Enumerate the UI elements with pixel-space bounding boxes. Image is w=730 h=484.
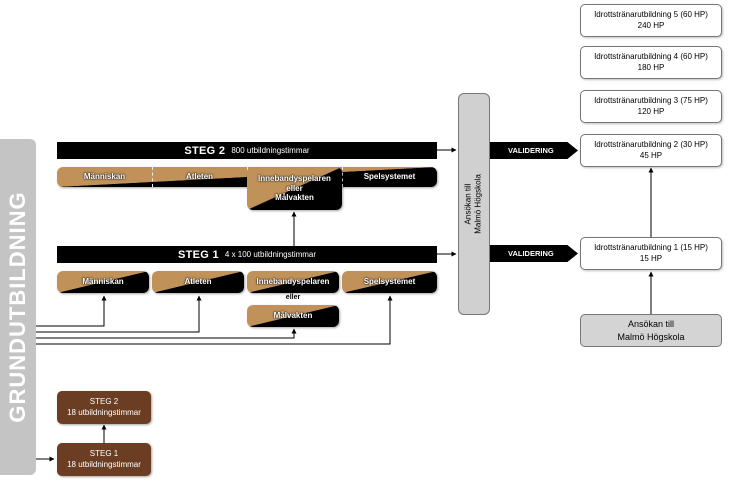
- ansokan-box-line1: Ansökan till: [627, 319, 675, 330]
- itu-5-box: Idrottstränarutbildning 5 (60 HP) 240 HP: [580, 4, 722, 37]
- steg2-module-manniskan: Människan: [83, 172, 126, 182]
- grundutbildning-sidebar: GRUNDUTBILDNING: [0, 139, 36, 475]
- itu-1-box: Idrottstränarutbildning 1 (15 HP) 15 HP: [580, 237, 722, 270]
- itu-4-box: Idrottstränarutbildning 4 (60 HP) 180 HP: [580, 46, 722, 79]
- steg1-subtitle: 4 x 100 utbildningstimmar: [224, 250, 317, 259]
- steg2-module-innebandy: Innebandyspelaren eller Målvakten: [247, 167, 342, 210]
- arrow-to-malvakten: [36, 328, 297, 339]
- steg1-module-spelsystemet: Spelsystemet: [342, 271, 437, 293]
- itu-3-hp: 120 HP: [637, 106, 665, 116]
- itu-5-title: Idrottstränarutbildning 5 (60 HP): [594, 10, 708, 20]
- steg2-module-spelsystemet: Spelsystemet: [363, 172, 416, 182]
- steg2-subtitle: 800 utbildningstimmar: [231, 146, 310, 155]
- grund-steg1-hours: 18 utbildningstimmar: [67, 459, 141, 469]
- grund-steg1-title: STEG 1: [89, 449, 119, 459]
- itu-1-hp: 15 HP: [639, 253, 663, 263]
- itu-2-title: Idrottstränarutbildning 2 (30 HP): [594, 140, 708, 150]
- grund-steg2-hours: 18 utbildningstimmar: [67, 407, 141, 417]
- steg2-innebandy-line1: Innebandyspelaren: [258, 174, 331, 184]
- grund-steg2-box: STEG 2 18 utbildningstimmar: [57, 391, 151, 424]
- itu-2-box: Idrottstränarutbildning 2 (30 HP) 45 HP: [580, 134, 722, 167]
- steg1-module-manniskan: Människan: [57, 271, 149, 293]
- grund-steg1-box: STEG 1 18 utbildningstimmar: [57, 443, 151, 476]
- grund-steg2-title: STEG 2: [89, 397, 119, 407]
- steg2-bar: STEG 2 800 utbildningstimmar: [57, 142, 437, 159]
- itu-3-box: Idrottstränarutbildning 3 (75 HP) 120 HP: [580, 90, 722, 123]
- arrow-to-spelsystemet: [36, 295, 393, 345]
- sidebar-label: GRUNDUTBILDNING: [5, 191, 30, 423]
- ansokan-box-line2: Malmö Högskola: [617, 331, 685, 342]
- arrow-to-manniskan: [36, 295, 107, 327]
- steg1-eller-label: eller: [285, 294, 301, 301]
- itu-2-hp: 45 HP: [639, 150, 663, 160]
- itu-3-title: Idrottstränarutbildning 3 (75 HP): [594, 96, 708, 106]
- steg2-innebandy-line2: eller: [286, 183, 303, 193]
- steg1-module-innebandyspelaren: Innebandyspelaren: [247, 271, 339, 293]
- steg2-innebandy-line3: Målvakten: [275, 193, 314, 203]
- steg1-module-atleten: Atleten: [152, 271, 244, 293]
- validering-arrow-upper: VALIDERING: [490, 142, 578, 159]
- steg2-module-atleten: Atleten: [185, 172, 214, 182]
- ansokan-box: Ansökan till Malmö Högskola: [580, 314, 722, 347]
- steg1-bar: STEG 1 4 x 100 utbildningstimmar: [57, 246, 437, 263]
- steg1-module-malvakten: Målvakten: [247, 305, 339, 327]
- ansokan-pill-line2: Malmö Högskola: [474, 174, 483, 234]
- itu-1-title: Idrottstränarutbildning 1 (15 HP): [594, 243, 708, 253]
- itu-4-title: Idrottstränarutbildning 4 (60 HP): [594, 52, 708, 62]
- arrow-to-atleten: [36, 295, 202, 333]
- ansokan-pill: Ansökan till Malmö Högskola: [458, 93, 490, 315]
- steg1-title: STEG 1: [177, 248, 219, 261]
- validering-arrow-lower: VALIDERING: [490, 245, 578, 262]
- itu-5-hp: 240 HP: [637, 20, 665, 30]
- ansokan-pill-line1: Ansökan till: [463, 183, 473, 225]
- itu-4-hp: 180 HP: [637, 62, 665, 72]
- steg2-title: STEG 2: [184, 144, 226, 157]
